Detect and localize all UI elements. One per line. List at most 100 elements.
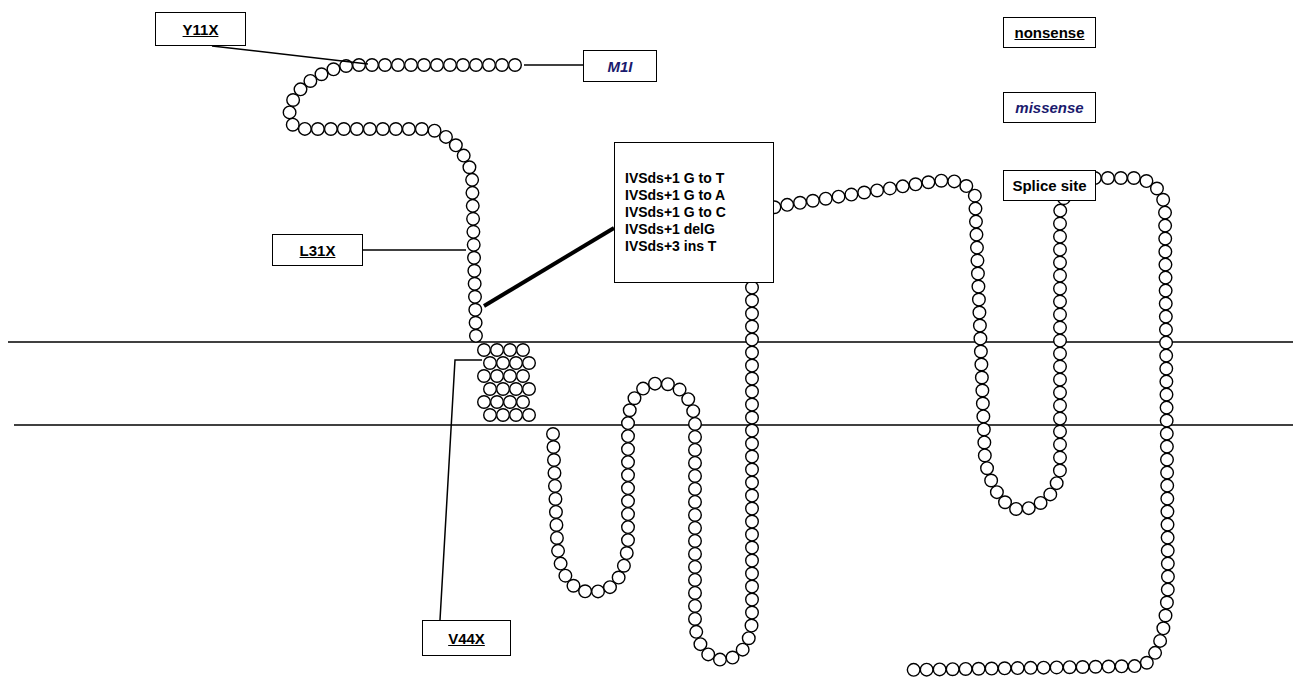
amino-acid-residue — [468, 278, 481, 291]
amino-acid-residue — [687, 405, 700, 418]
amino-acid-residue — [981, 462, 994, 475]
amino-acid-residue — [689, 457, 702, 470]
amino-acid-residue — [1115, 660, 1128, 673]
amino-acid-residue — [1161, 466, 1174, 479]
amino-acid-residue — [509, 59, 522, 72]
amino-acid-residue — [1161, 583, 1174, 596]
amino-acid-residue — [470, 329, 483, 342]
amino-acid-residue — [1161, 505, 1174, 518]
amino-acid-residue — [325, 123, 338, 136]
amino-acid-residue — [689, 600, 702, 613]
amino-acid-residue — [1160, 388, 1173, 401]
amino-acid-residue — [1054, 321, 1067, 334]
amino-acid-residue — [974, 319, 987, 332]
amino-acid-residue — [746, 320, 759, 333]
amino-acid-residue — [1063, 661, 1076, 674]
amino-acid-residue — [689, 613, 702, 626]
amino-acid-residue — [379, 59, 392, 72]
amino-acid-residue — [1102, 660, 1115, 673]
legend-entry: nonsense — [1003, 17, 1096, 48]
amino-acid-residue — [746, 294, 759, 307]
amino-acid-residue — [1054, 230, 1067, 243]
amino-acid-residue — [622, 495, 635, 508]
amino-acid-residue — [649, 377, 662, 390]
amino-acid-residue — [1054, 347, 1067, 360]
amino-acid-residue — [662, 378, 675, 391]
amino-acid-residue — [689, 574, 702, 587]
amino-acid-residue — [746, 307, 759, 320]
amino-acid-residue — [622, 534, 635, 547]
amino-acid-residue — [283, 106, 296, 119]
amino-acid-residue — [523, 357, 536, 370]
amino-acid-residue — [807, 194, 820, 207]
amino-acid-residue — [1161, 492, 1174, 505]
amino-acid-residue — [431, 59, 444, 72]
amino-acid-residue — [469, 317, 482, 330]
amino-acid-residue — [510, 383, 523, 396]
amino-acid-residue — [622, 508, 635, 521]
amino-acid-residue — [746, 593, 759, 606]
membrane-line — [14, 424, 1293, 426]
amino-acid-residue — [1054, 399, 1067, 412]
amino-acid-residue — [1050, 477, 1063, 490]
amino-acid-residue — [1159, 297, 1172, 310]
amino-acid-residue — [1160, 401, 1173, 414]
amino-acid-residue — [428, 124, 441, 137]
amino-acid-residue — [689, 535, 702, 548]
amino-acid-residue — [637, 382, 650, 395]
amino-acid-residue — [1054, 386, 1067, 399]
amino-acid-residue — [622, 456, 635, 469]
amino-acid-residue — [972, 662, 985, 675]
amino-acid-residue — [1054, 282, 1067, 295]
amino-acid-residue — [959, 663, 972, 676]
amino-acid-residue — [1159, 219, 1172, 232]
amino-acid-residue — [746, 398, 759, 411]
amino-acid-residue — [1076, 661, 1089, 674]
amino-acid-residue — [444, 59, 457, 72]
amino-acid-residue — [1157, 193, 1170, 206]
amino-acid-residue — [1154, 635, 1167, 648]
amino-acid-residue — [746, 554, 759, 567]
amino-acid-residue — [622, 469, 635, 482]
amino-acid-residue — [690, 626, 703, 639]
amino-acid-residue — [1054, 204, 1067, 217]
amino-acid-residue — [491, 396, 504, 409]
amino-acid-residue — [469, 291, 482, 304]
amino-acid-residue — [1159, 271, 1172, 284]
amino-acid-residue — [484, 383, 497, 396]
amino-acid-residue — [467, 239, 480, 252]
amino-acid-residue — [390, 123, 403, 136]
amino-acid-residue — [746, 333, 759, 346]
amino-acid-residue — [969, 189, 982, 202]
amino-acid-residue — [1159, 258, 1172, 271]
amino-acid-residue — [523, 383, 536, 396]
amino-acid-residue — [470, 59, 483, 72]
amino-acid-residue — [466, 174, 479, 187]
amino-acid-residue — [975, 358, 988, 371]
amino-acid-residue — [907, 664, 920, 677]
amino-acid-residue — [405, 59, 418, 72]
amino-acid-residue — [510, 357, 523, 370]
amino-acid-residue — [971, 254, 984, 267]
amino-acid-residue — [497, 357, 510, 370]
amino-acid-residue — [1160, 362, 1173, 375]
amino-acid-residue — [689, 444, 702, 457]
amino-acid-residue — [312, 123, 325, 136]
amino-acid-residue — [746, 463, 759, 476]
amino-acid-residue — [491, 370, 504, 383]
amino-acid-residue — [1161, 440, 1174, 453]
amino-acid-residue — [746, 372, 759, 385]
amino-acid-residue — [403, 123, 416, 136]
amino-acid-residue — [896, 180, 909, 193]
amino-acid-residue — [1054, 464, 1067, 477]
amino-acid-residue — [746, 450, 759, 463]
mutation-label: M1I — [607, 58, 632, 75]
mutation-label: V44X — [448, 630, 485, 647]
amino-acid-residue — [746, 359, 759, 372]
amino-acid-residue — [884, 182, 897, 195]
amino-acid-residue — [948, 175, 961, 188]
amino-acid-residue — [746, 580, 759, 593]
amino-acid-residue — [970, 228, 983, 241]
amino-acid-residue — [622, 430, 635, 443]
